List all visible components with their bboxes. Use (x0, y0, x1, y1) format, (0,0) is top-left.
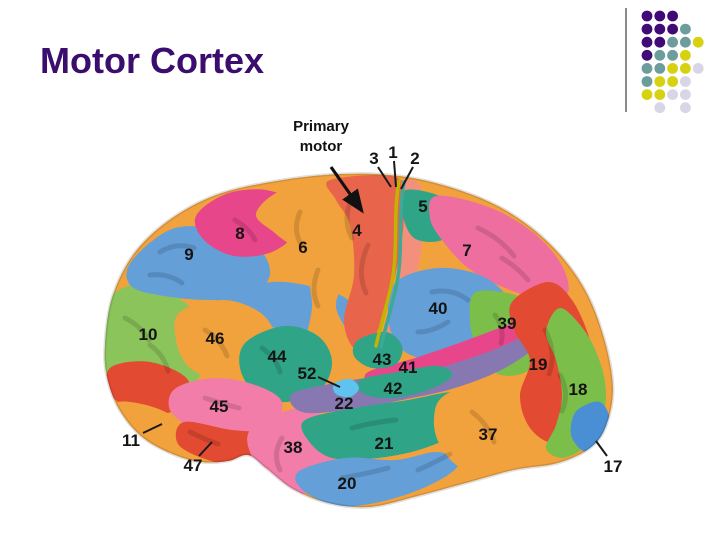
dot (641, 49, 653, 61)
dot (667, 89, 678, 100)
region-label-4: 4 (352, 221, 362, 240)
dot (680, 76, 691, 87)
region-label-43: 43 (373, 350, 392, 369)
region-label-1: 1 (388, 143, 397, 162)
region-label-41: 41 (399, 358, 418, 377)
dot-grid (641, 10, 704, 114)
region-number-labels: 1011986464445473845740392241424352212037… (122, 143, 622, 493)
dot (654, 63, 666, 74)
dot (641, 89, 653, 100)
brain-outline (103, 172, 615, 509)
region-label-8: 8 (235, 224, 244, 243)
primary-motor-line1: Primary (293, 118, 349, 135)
dot (654, 10, 666, 22)
region-label-2: 2 (410, 149, 419, 168)
region-52 (332, 378, 359, 398)
region-label-47: 47 (184, 456, 203, 475)
dot (641, 63, 653, 74)
dot (654, 76, 666, 87)
dots-decoration (625, 8, 704, 114)
callout-line (400, 166, 414, 190)
callout-line (393, 160, 397, 188)
region-label-21: 21 (375, 434, 394, 453)
dot (680, 63, 691, 74)
primary-motor-arrow (329, 166, 364, 214)
region-7 (429, 195, 569, 301)
region-label-9: 9 (184, 245, 193, 264)
region-label-42: 42 (384, 379, 403, 398)
dot (654, 89, 666, 100)
callout-line (595, 440, 608, 457)
dot (667, 36, 678, 48)
primary-motor-label: Primary motor (279, 117, 363, 158)
region-label-19: 19 (529, 355, 548, 374)
dot (654, 102, 666, 114)
dot (654, 23, 666, 35)
region-label-39: 39 (498, 314, 517, 333)
sulci-texture (122, 195, 568, 481)
region-label-37: 37 (479, 425, 498, 444)
region-label-40: 40 (429, 299, 448, 318)
page-title: Motor Cortex (40, 40, 264, 81)
region-label-6: 6 (298, 238, 307, 257)
dot (641, 23, 653, 35)
dot (654, 49, 666, 61)
region-label-11: 11 (122, 431, 140, 450)
region-label-46: 46 (206, 329, 225, 348)
callout-lines (142, 160, 608, 457)
dot (680, 102, 691, 114)
callout-line (142, 423, 163, 434)
region-label-44: 44 (268, 347, 287, 366)
dot (641, 76, 653, 87)
dot (680, 23, 691, 35)
region-label-52: 52 (298, 364, 317, 383)
central-sulcus-yellow-line (374, 179, 401, 348)
dot (654, 36, 666, 48)
dot (667, 23, 678, 35)
primary-motor-line2: motor (299, 138, 343, 156)
region-37 (433, 379, 539, 470)
region-45 (168, 377, 283, 435)
dot (680, 89, 691, 100)
dot (680, 49, 691, 61)
central-sulcus-teal-line (379, 180, 406, 349)
region-label-20: 20 (338, 474, 357, 493)
region-label-7: 7 (462, 241, 471, 260)
dot (667, 76, 678, 87)
region-label-17: 17 (604, 457, 623, 476)
region-6 (255, 179, 359, 382)
region-41 (364, 319, 535, 385)
brodmann-regions (104, 173, 614, 508)
dot (667, 63, 678, 74)
dot (641, 36, 653, 48)
region-label-18: 18 (569, 380, 588, 399)
central-sulcus-lines (374, 179, 406, 349)
callout-line (377, 166, 392, 188)
callout-line (198, 441, 213, 457)
region-label-22: 22 (335, 394, 354, 413)
region-20 (295, 451, 459, 507)
region-label-45: 45 (210, 397, 229, 416)
dot (692, 63, 704, 74)
dot (667, 49, 678, 61)
dot (692, 36, 704, 48)
region-label-5: 5 (418, 197, 427, 216)
region-42 (357, 365, 453, 399)
region-44 (239, 325, 333, 403)
region-43 (352, 331, 403, 369)
callout-line (317, 376, 341, 388)
dot (667, 10, 678, 22)
region-label-3: 3 (369, 149, 378, 168)
region-label-38: 38 (284, 438, 303, 457)
region-label-10: 10 (139, 325, 158, 344)
dot (680, 36, 691, 48)
dot (641, 10, 653, 22)
